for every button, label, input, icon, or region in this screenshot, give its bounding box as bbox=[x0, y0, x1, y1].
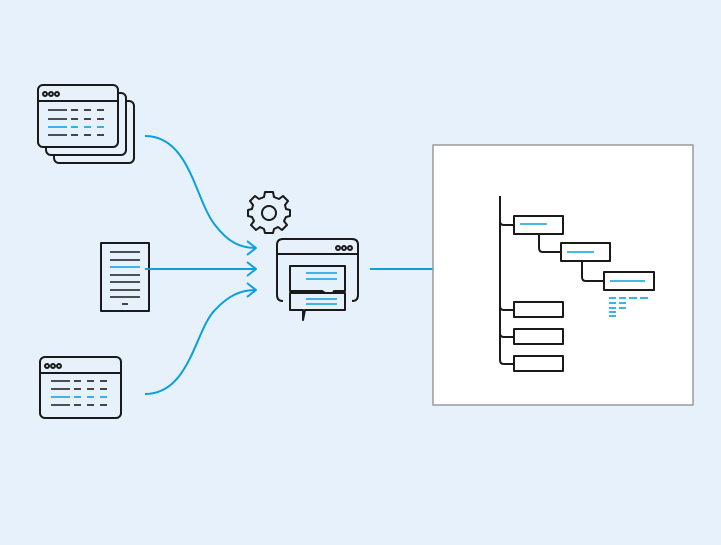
tree-node bbox=[513, 355, 564, 372]
window-icon bbox=[39, 356, 122, 419]
tree-structure-icon bbox=[499, 196, 655, 372]
stacked-windows-icon bbox=[37, 84, 135, 164]
tree-node bbox=[560, 242, 611, 262]
tree-node bbox=[513, 328, 564, 345]
tree-node bbox=[603, 271, 655, 291]
tree-node bbox=[513, 301, 564, 318]
flow-arrow-bottom bbox=[144, 289, 257, 395]
arrowhead-top bbox=[246, 240, 257, 256]
tree-node bbox=[513, 215, 564, 235]
arrowhead-bottom bbox=[246, 282, 257, 298]
arrowhead-middle bbox=[246, 261, 257, 277]
chat-window-icon bbox=[276, 238, 359, 321]
gear-icon bbox=[247, 191, 291, 234]
flow-arrow-top bbox=[144, 135, 257, 249]
document-icon bbox=[100, 242, 150, 312]
